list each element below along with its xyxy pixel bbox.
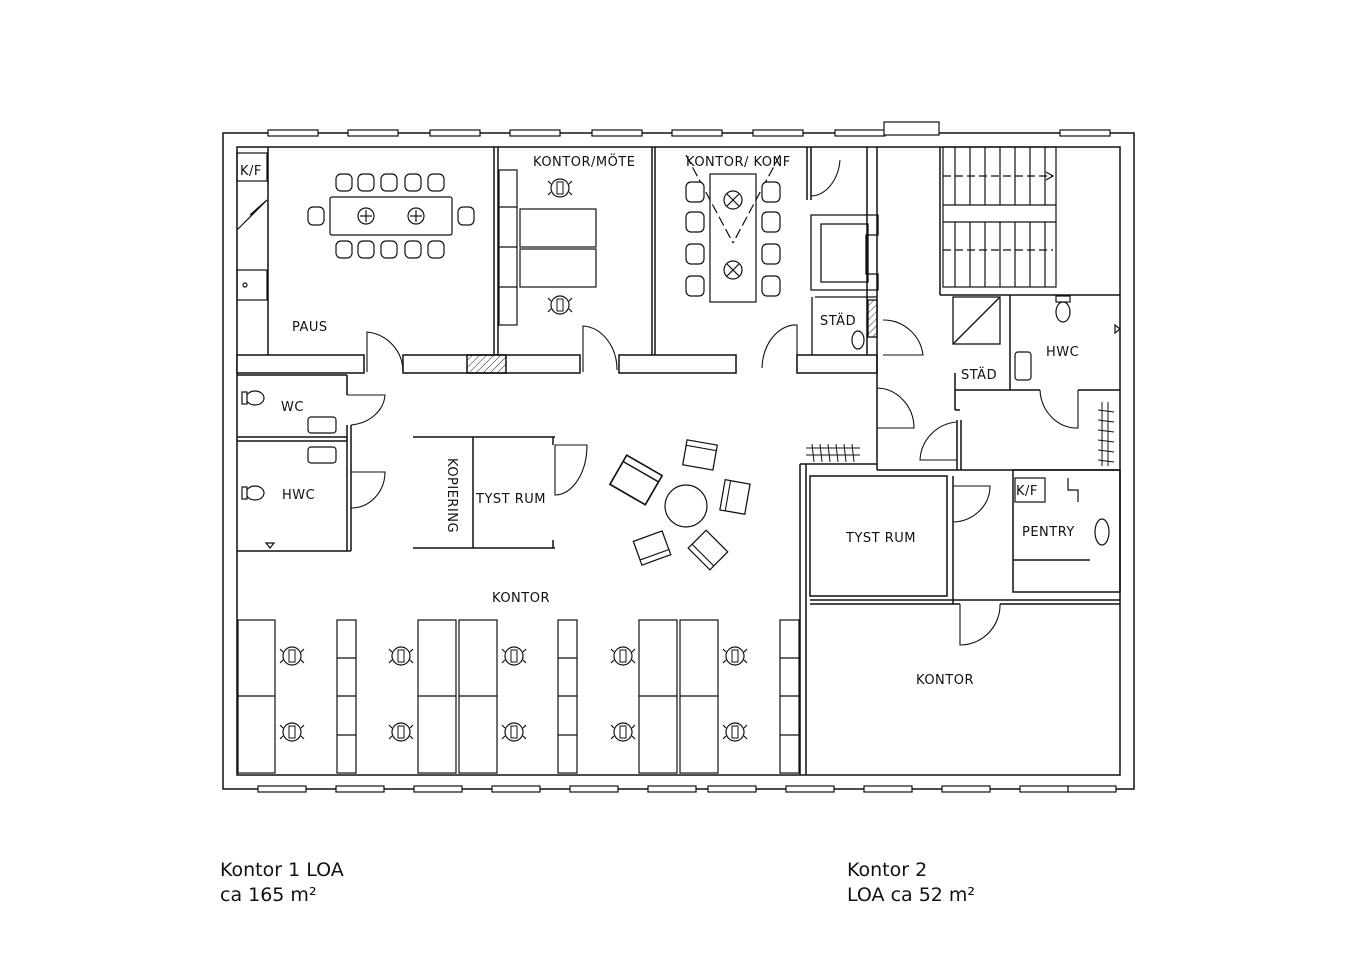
room-label-stad-lower: STÄD [961, 367, 997, 383]
room-label-hwc-right: HWC [1046, 345, 1079, 360]
paus-table [307, 173, 475, 259]
mote-furniture [498, 169, 597, 326]
room-label-kf-left: K/F [240, 164, 262, 179]
caption-kontor-1-line2: ca 165 m² [220, 884, 317, 906]
caption-kontor-2-line2: LOA ca 52 m² [847, 884, 976, 906]
windows-top [267, 121, 1111, 137]
windows-bottom [257, 785, 1117, 793]
room-label-kontor-main: KONTOR [492, 591, 550, 606]
desk-banks [237, 619, 800, 774]
room-label-kontor-konf: KONTOR/ KONF [686, 155, 791, 170]
room-label-kontor-right: KONTOR [916, 673, 974, 688]
restroom-fixtures [241, 295, 1121, 549]
lounge-group [609, 439, 751, 571]
caption-kontor-2: Kontor 2 LOA ca 52 m² [847, 858, 975, 908]
room-label-tyst-rum-center: TYST RUM [475, 492, 546, 507]
room-label-kontor-mote: KONTOR/MÖTE [533, 153, 635, 170]
room-label-pentry: PENTRY [1022, 525, 1075, 540]
caption-kontor-1: Kontor 1 LOA ca 165 m² [220, 858, 344, 908]
doors [347, 147, 1079, 646]
room-label-stad-upper: STÄD [820, 313, 856, 329]
stairwell [942, 146, 1057, 288]
room-label-kf-right: K/F [1016, 484, 1038, 499]
storage-racks [806, 402, 1115, 466]
room-label-kopiering: KOPIERING [444, 458, 459, 533]
room-label-paus: PAUS [292, 320, 328, 335]
konf-furniture [685, 154, 781, 303]
room-label-wc: WC [281, 400, 304, 415]
room-labels: K/F PAUS KONTOR/MÖTE KONTOR/ KONF STÄD S… [240, 153, 1079, 688]
kitchen-left [236, 152, 268, 301]
room-label-hwc-left: HWC [282, 488, 315, 503]
caption-kontor-2-line1: Kontor 2 [847, 859, 928, 881]
pentry-fixtures [1014, 477, 1110, 546]
caption-kontor-1-line1: Kontor 1 LOA [220, 859, 344, 881]
room-label-tyst-rum-right: TYST RUM [845, 531, 916, 546]
shaft [810, 214, 1001, 355]
interior-walls [236, 147, 1121, 775]
